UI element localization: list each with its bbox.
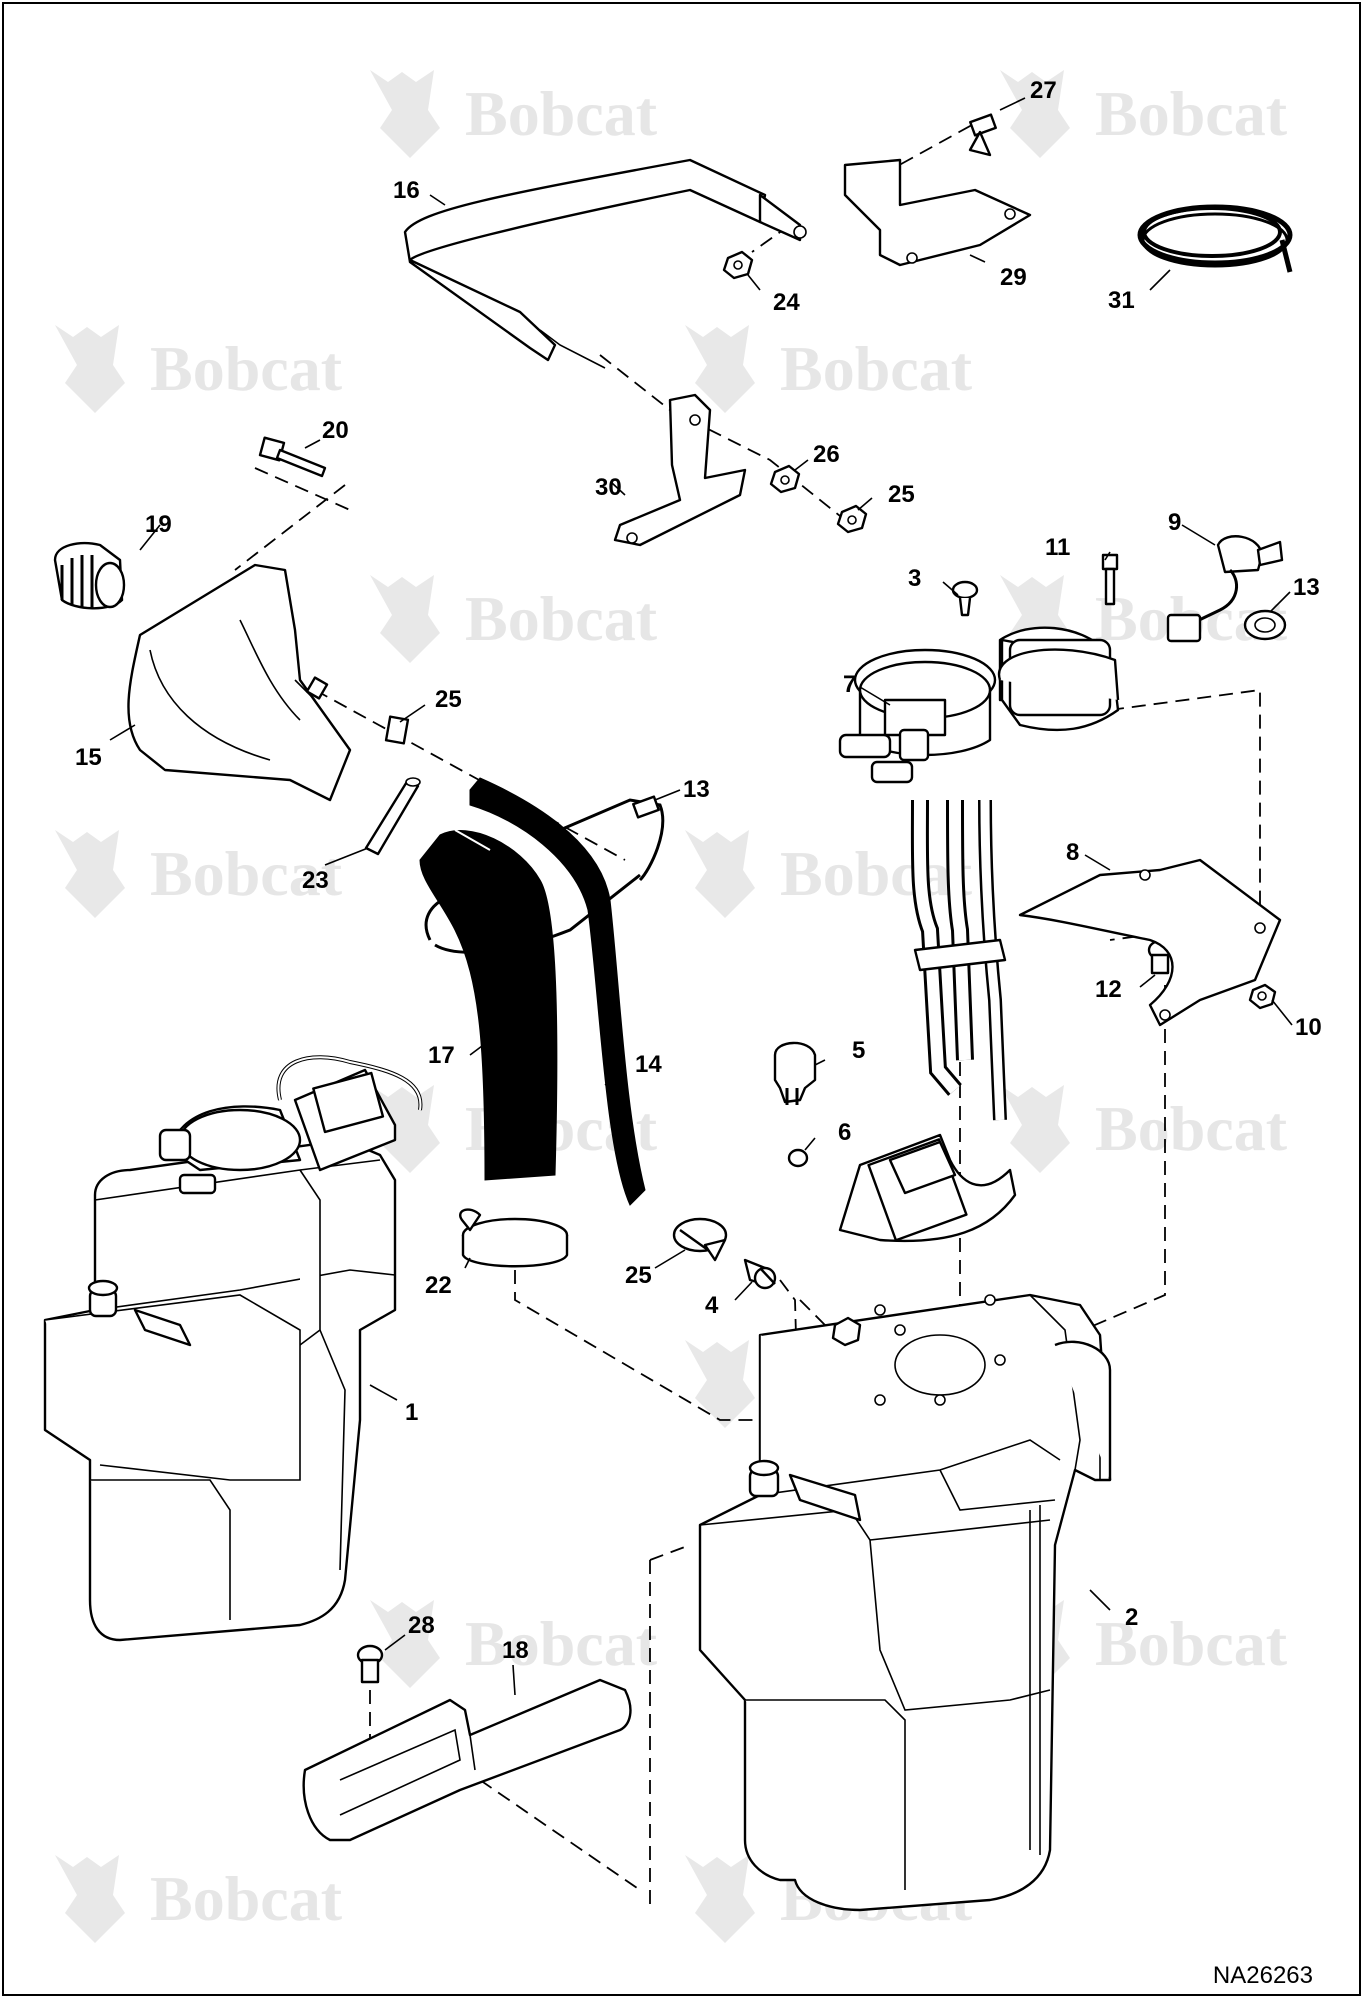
part-10-nut: [1248, 983, 1277, 1010]
callout-9: 9: [1168, 509, 1181, 536]
callout-28: 28: [408, 1612, 435, 1639]
part-2-fuel-tank: [698, 1293, 1112, 1912]
part-21-bolt: [968, 113, 997, 157]
callout-20: 20: [322, 417, 349, 444]
figure-id: NA26263: [1212, 1962, 1313, 1989]
callout-5: 5: [852, 1037, 865, 1064]
watermark: Bobcat: [55, 1855, 343, 1943]
part-23-tube: [364, 777, 421, 856]
part-19-filler-cap: [53, 541, 126, 610]
svg-text:Bobcat: Bobcat: [150, 333, 343, 404]
watermark: Bobcat: [55, 325, 343, 413]
svg-text:Bobcat: Bobcat: [780, 333, 973, 404]
callout-14: 14: [635, 1051, 662, 1078]
callout-10: 10: [1295, 1014, 1322, 1041]
callout-16: 17: [428, 1042, 455, 1069]
callout-11: 11: [1045, 534, 1070, 561]
part-6-o-ring: [787, 1148, 809, 1168]
watermark: Bobcat: [1000, 1085, 1288, 1173]
callout-13-middle: 13: [683, 776, 710, 803]
svg-text:Bobcat: Bobcat: [1095, 1608, 1288, 1679]
callout-19: 19: [145, 511, 172, 538]
part-22-hose-clamp: [459, 1208, 569, 1268]
part-28-bolt: [356, 1644, 384, 1684]
watermark: Bobcat: [370, 575, 658, 663]
svg-text:Bobcat: Bobcat: [150, 838, 343, 909]
watermark-layer: Bobcat Bobcat Bobcat Bobcat Bobcat Bobca…: [55, 70, 1288, 1943]
part-16-filler-hose: [419, 829, 558, 1181]
callout-26: 25: [888, 481, 915, 508]
watermark: Bobcat: [370, 1600, 658, 1688]
callout-24: 24: [773, 289, 800, 316]
part-13-clip: [1243, 609, 1287, 641]
callout-30: 29: [1000, 264, 1027, 291]
callout-27: 26: [813, 441, 840, 468]
part-9-connector: [1166, 535, 1284, 643]
callout-labels: 27 16 24 29 31 20 30 26 25 19 15 25 23 1…: [75, 77, 1322, 1664]
part-31-tubing-coil: [1137, 204, 1293, 273]
part-18-support-bracket: [302, 1678, 632, 1842]
watermark: Bobcat: [55, 830, 343, 918]
part-14-vent-hose: [469, 777, 646, 1206]
part-29-bracket: [613, 393, 747, 547]
callout-25-upper: 25: [435, 686, 462, 713]
callout-7: 7: [843, 671, 856, 698]
callout-15: 15: [75, 744, 102, 771]
callout-23: 23: [302, 867, 329, 894]
callout-1: 1: [405, 1399, 418, 1426]
callout-29: 30: [595, 474, 622, 501]
part-11-pin: [1101, 553, 1119, 606]
watermark: Bobcat: [685, 325, 973, 413]
callout-6: 6: [838, 1119, 851, 1146]
part-5-sensor: [773, 1041, 817, 1105]
part-17-tank-strap: [403, 158, 807, 369]
part-25-clip: [384, 715, 410, 745]
callout-13-upper: 13: [1293, 574, 1320, 601]
part-4-fitting: [743, 1258, 777, 1290]
watermark: Bobcat: [1000, 70, 1288, 158]
watermark: Bobcat: [370, 70, 658, 158]
part-20-bolt: [258, 436, 327, 478]
assembly-guide-lines: [234, 114, 1261, 1910]
svg-text:Bobcat: Bobcat: [780, 838, 973, 909]
part-7-fuel-pump-assembly: [838, 626, 1120, 1243]
callout-leader-lines: [109, 97, 1293, 1696]
callout-8: 8: [1066, 839, 1079, 866]
callout-18: 18: [502, 1637, 529, 1664]
part-24-nut: [722, 250, 754, 280]
part-3-screw: [951, 580, 979, 617]
callout-21: 27: [1030, 77, 1057, 104]
callout-3: 3: [908, 565, 921, 592]
svg-text:Bobcat: Bobcat: [465, 78, 658, 149]
svg-text:Bobcat: Bobcat: [465, 583, 658, 654]
part-26-nut: [836, 504, 868, 534]
watermark: Bobcat: [685, 830, 973, 918]
svg-text:Bobcat: Bobcat: [150, 1863, 343, 1934]
callout-12: 12: [1095, 976, 1122, 1003]
callout-22: 22: [425, 1272, 452, 1299]
part-1-fuel-tank-assembly: [43, 1055, 423, 1642]
callout-31: 31: [1108, 287, 1135, 314]
part-8-mounting-plate: [1018, 858, 1282, 1027]
part-30-bracket: [843, 158, 1032, 267]
part-27-nut: [769, 464, 801, 494]
part-25-hose-clamp: [672, 1217, 728, 1262]
callout-17: 16: [393, 177, 420, 204]
svg-text:Bobcat: Bobcat: [1095, 78, 1288, 149]
callout-4: 4: [705, 1292, 719, 1319]
callout-2: 2: [1125, 1604, 1138, 1631]
callout-25-lower-label: 25: [625, 1262, 652, 1289]
svg-text:Bobcat: Bobcat: [465, 1608, 658, 1679]
part-15-filler-neck: [127, 563, 352, 802]
svg-text:Bobcat: Bobcat: [1095, 1093, 1288, 1164]
